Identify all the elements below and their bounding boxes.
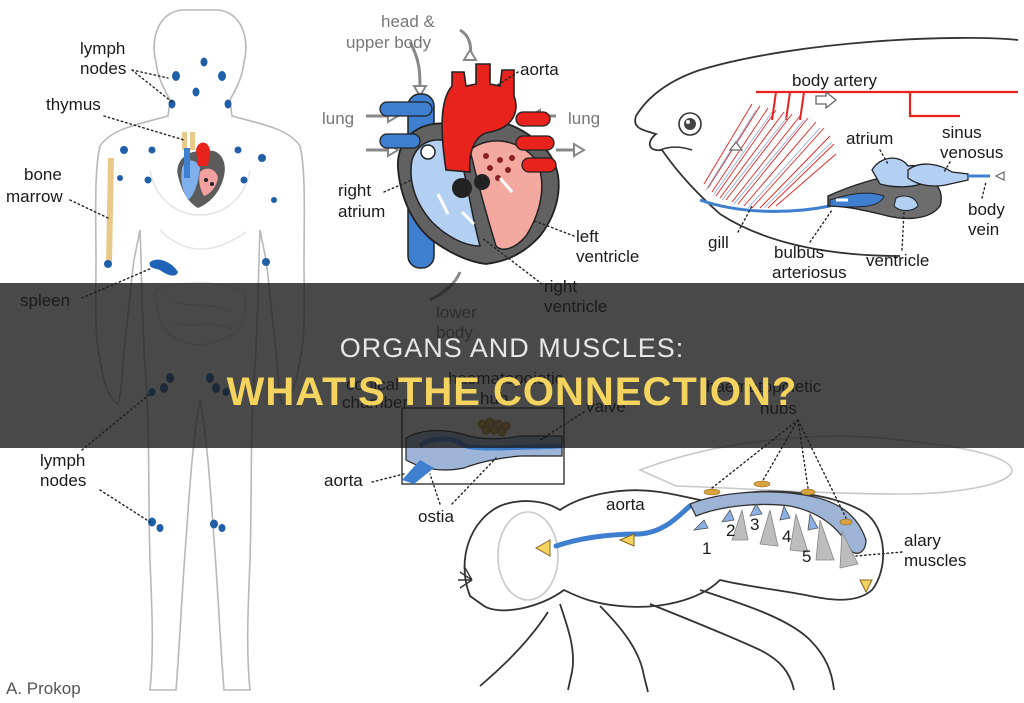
label-ostium-3: 3: [750, 515, 759, 534]
banner-title-line1: ORGANS AND MUSCLES:: [0, 333, 1024, 364]
title-banner: [0, 283, 1024, 448]
label-left-ventricle-2: ventricle: [576, 247, 639, 266]
gill-filaments: [704, 104, 836, 208]
label-ostia: ostia: [418, 507, 454, 526]
label-fish-ventricle: ventricle: [866, 251, 929, 270]
label-body-artery: body artery: [792, 71, 878, 90]
label-left-ventricle-1: left: [576, 227, 599, 246]
label-ostium-1: 1: [702, 539, 711, 558]
body-artery-vessel: [756, 92, 1018, 116]
label-bulbus-1: bulbus: [774, 243, 824, 262]
label-aorta-inset: aorta: [324, 471, 363, 490]
label-bone-marrow-1: bone: [24, 165, 62, 184]
label-lung-right: lung: [568, 109, 600, 128]
fish-diagram: body artery atrium sinus venosus gill bu…: [635, 38, 1018, 282]
label-bulbus-2: arteriosus: [772, 263, 847, 282]
label-body-vein-1: body: [968, 200, 1005, 219]
label-fish-atrium: atrium: [846, 129, 893, 148]
label-lymph-nodes-bottom-2: nodes: [40, 471, 86, 490]
label-ostium-4: 4: [782, 527, 791, 546]
spleen-organ: [150, 260, 178, 276]
label-ostium-2: 2: [726, 521, 735, 540]
bone-marrow-strip: [106, 158, 114, 262]
label-right-atrium-1: right: [338, 181, 371, 200]
label-alary-1: alary: [904, 531, 941, 550]
label-lymph-nodes-bottom: lymph: [40, 451, 85, 470]
label-body-vein-2: vein: [968, 220, 999, 239]
label-bone-marrow-2: marrow: [6, 187, 63, 206]
label-lymph-nodes-top-2: nodes: [80, 59, 126, 78]
label-sinus-2: venosus: [940, 143, 1003, 162]
label-right-atrium-2: atrium: [338, 202, 385, 221]
label-ostium-5: 5: [802, 547, 811, 566]
label-aorta-heart: aorta: [520, 60, 559, 79]
label-gill: gill: [708, 233, 729, 252]
label-sinus-1: sinus: [942, 123, 982, 142]
label-lung-left: lung: [322, 109, 354, 128]
label-thymus: thymus: [46, 95, 101, 114]
label-head-upper-1: head &: [381, 12, 436, 31]
thymus-organ: [182, 132, 187, 150]
label-lymph-nodes-top: lymph: [80, 39, 125, 58]
credit-label: A. Prokop: [6, 679, 81, 698]
label-alary-2: muscles: [904, 551, 966, 570]
banner-title-line2: WHAT'S THE CONNECTION?: [0, 370, 1024, 415]
label-aorta-fly: aorta: [606, 495, 645, 514]
label-head-upper-2: upper body: [346, 33, 432, 52]
mini-heart: [177, 143, 225, 209]
